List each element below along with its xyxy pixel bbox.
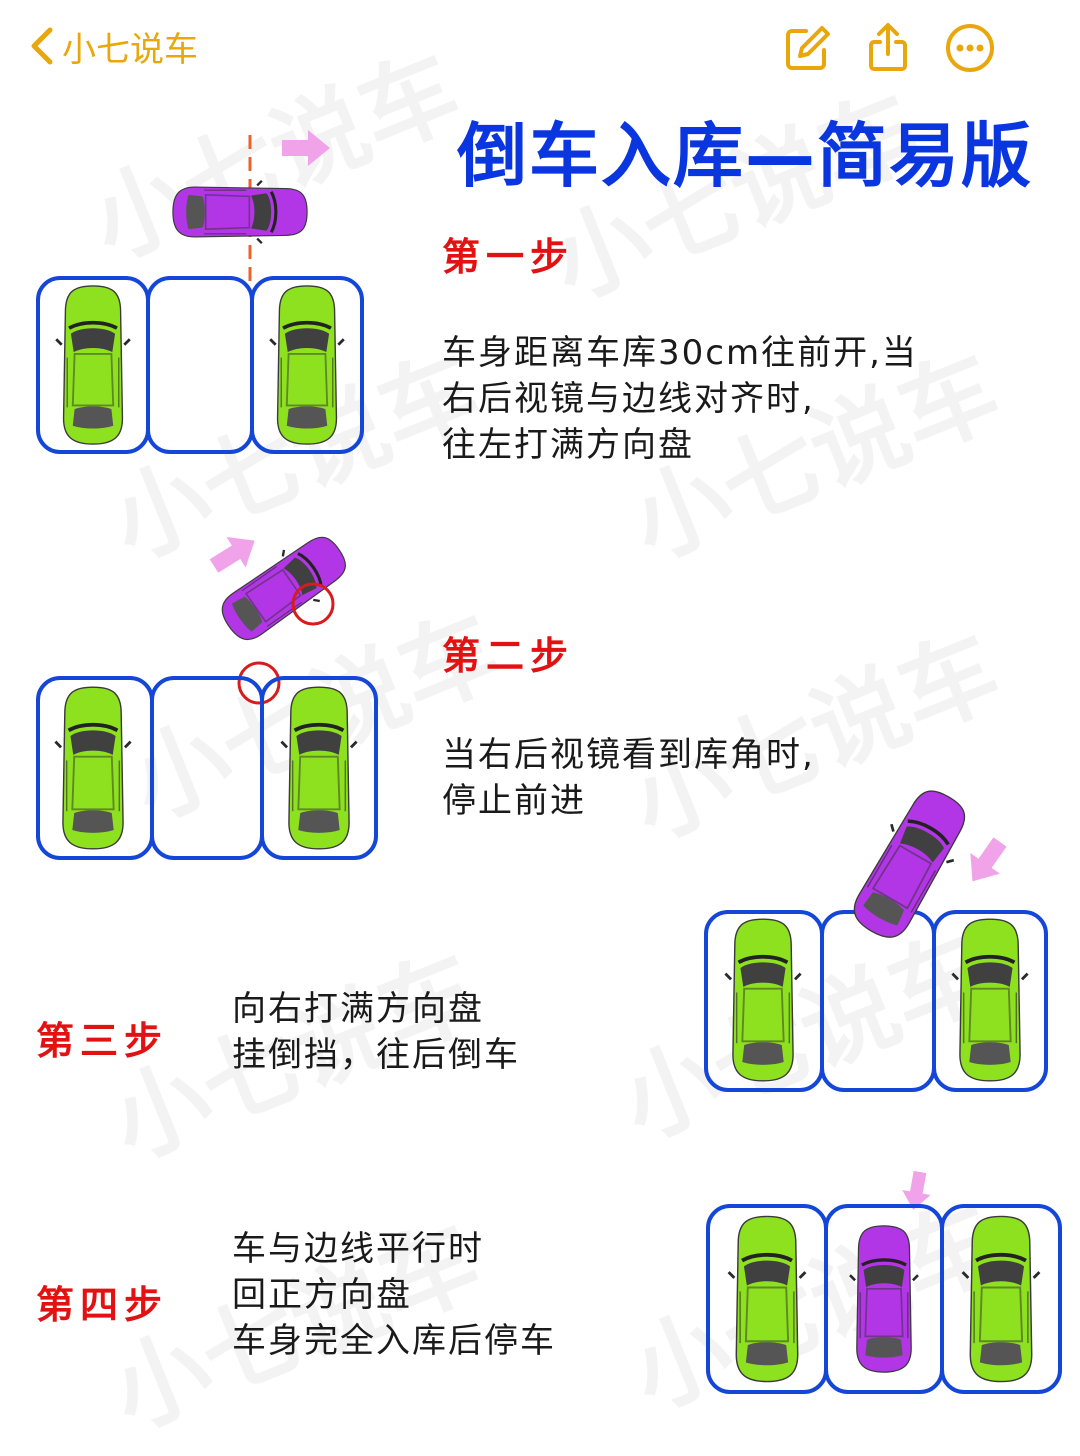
parked-car <box>54 284 132 446</box>
compose-icon[interactable] <box>782 22 834 74</box>
chevron-left-icon <box>31 27 53 65</box>
moving-car <box>171 179 309 245</box>
direction-arrow <box>957 831 1015 892</box>
marker-circle <box>237 661 281 705</box>
step-4-line: 回正方向盘 <box>232 1275 412 1315</box>
step-1-line: 右后视镜与边线对齐时, <box>442 379 815 419</box>
step-2-label: 第二步 <box>442 634 575 678</box>
marker-circle <box>291 582 335 626</box>
parked-car <box>960 1214 1042 1384</box>
direction-arrow <box>204 525 265 582</box>
step-2-line: 当右后视镜看到库角时, <box>442 735 815 775</box>
parking-space <box>150 676 264 860</box>
step-1-label: 第一步 <box>442 235 575 279</box>
parked-car <box>53 685 133 851</box>
parked-car <box>723 917 803 1083</box>
step-1-line: 车身距离车库30cm往前开,当 <box>442 333 918 373</box>
moving-car <box>848 1224 920 1374</box>
back-label: 小七说车 <box>62 29 198 70</box>
parked-car <box>279 685 359 851</box>
parked-car <box>950 917 1030 1083</box>
direction-arrow <box>282 130 330 166</box>
step-1-line: 往左打满方向盘 <box>442 425 694 465</box>
page-title: 倒车入库—简易版 <box>457 115 1033 197</box>
step-1-description: 车身距离车库30cm往前开,当 右后视镜与边线对齐时, 往左打满方向盘 <box>442 330 918 468</box>
step-2-diagram <box>36 522 378 860</box>
step-2-description: 当右后视镜看到库角时, 停止前进 <box>442 732 815 824</box>
share-icon[interactable] <box>862 22 914 74</box>
step-1-diagram <box>36 130 364 454</box>
back-button[interactable]: 小七说车 <box>28 18 198 74</box>
more-icon[interactable] <box>944 22 996 74</box>
step-4-line: 车身完全入库后停车 <box>232 1321 556 1361</box>
parked-car <box>268 284 346 446</box>
parking-space <box>260 676 378 860</box>
step-4-description: 车与边线平行时 回正方向盘 车身完全入库后停车 <box>232 1226 556 1364</box>
parking-space <box>250 276 364 454</box>
step-2-line: 停止前进 <box>442 781 586 821</box>
parking-space <box>940 1204 1062 1394</box>
step-3-line: 向右打满方向盘 <box>232 989 484 1029</box>
step-3-label: 第三步 <box>36 1019 169 1063</box>
step-4-label: 第四步 <box>36 1283 169 1327</box>
parking-space <box>932 910 1048 1092</box>
step-3-description: 向右打满方向盘 挂倒挡，往后倒车 <box>232 986 520 1078</box>
step-4-line: 车与边线平行时 <box>232 1229 484 1269</box>
step-3-diagram <box>704 777 1048 1092</box>
step-4-diagram <box>706 1169 1062 1394</box>
parked-car <box>726 1214 808 1384</box>
moving-car <box>838 777 982 951</box>
parking-space <box>820 910 936 1092</box>
parking-space <box>146 276 254 454</box>
step-3-line: 挂倒挡，往后倒车 <box>232 1035 520 1075</box>
